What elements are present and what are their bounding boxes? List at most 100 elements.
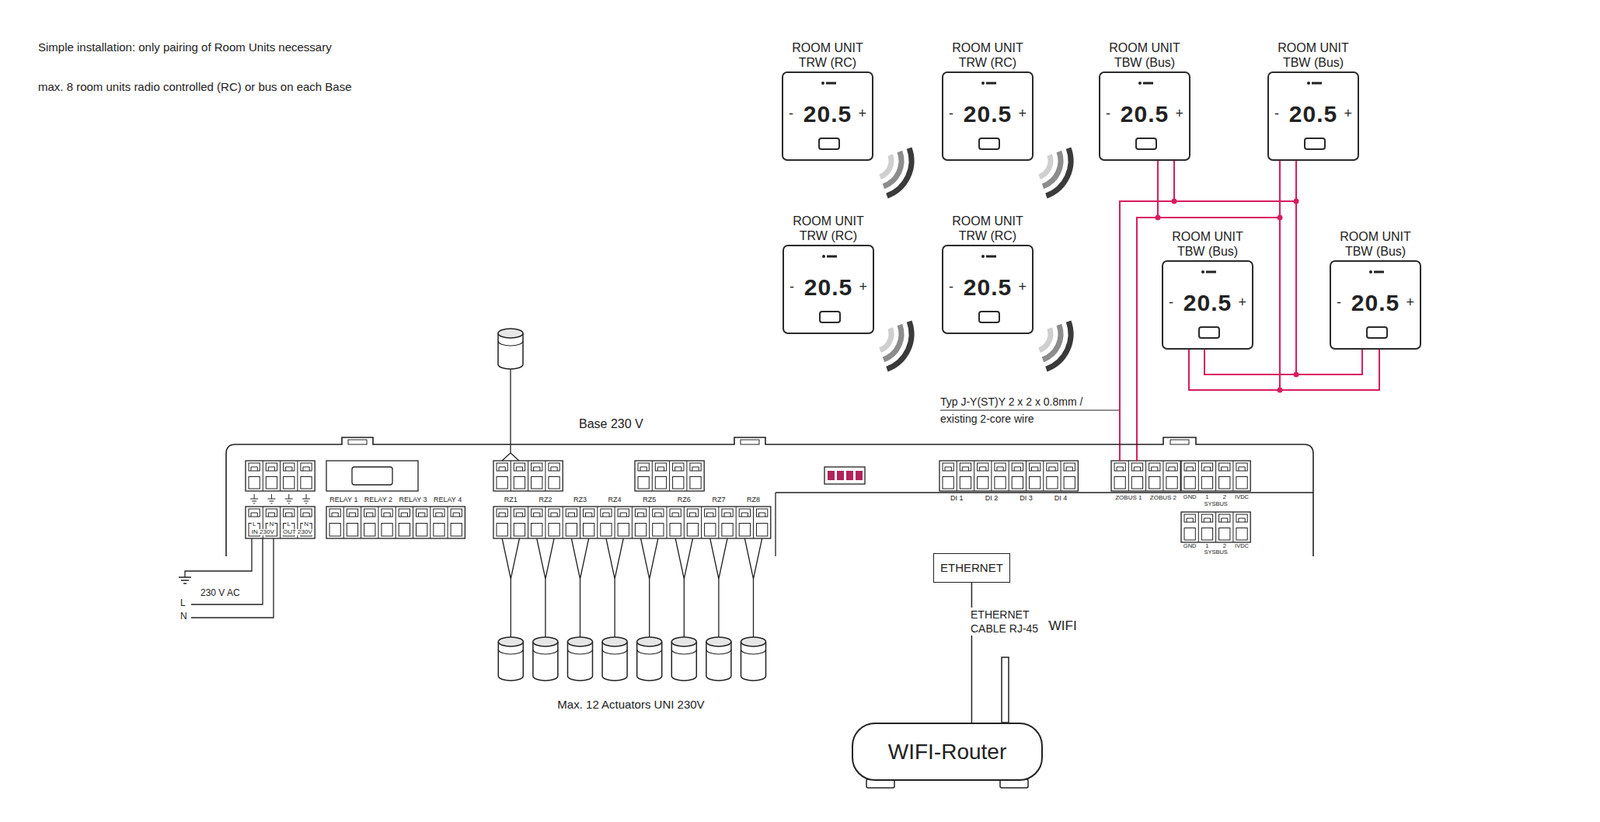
terminal-screw [707,512,714,517]
terminal-screw [1186,467,1193,471]
actuator-symbol [741,637,767,681]
terminal-screw [268,512,275,517]
pin-label: IN 230V [250,529,276,536]
unit-housing: -20.5+ [941,71,1034,161]
housing-clip [1170,439,1189,445]
terminal-screw [756,508,768,517]
terminal-screw [515,467,523,471]
brand-mark [1206,271,1217,274]
brand-mark [1368,268,1386,276]
radio-wave [1045,148,1071,197]
terminal-screw [942,463,954,471]
unit-housing: -20.5+ [1329,260,1422,350]
unit-heading: ROOM UNIT TBW (Bus) [1161,223,1254,259]
terminal-screw [1066,467,1073,471]
terminal-screw [383,512,391,517]
terminal-divider [1128,460,1130,492]
pin-label: L [251,521,257,528]
base-heading: Base 230 V [578,416,644,433]
terminal-screw [1219,514,1231,523]
note-text: Simple installation: only pairing of Roo… [38,40,332,54]
terminal-opening [1219,528,1231,541]
unit-heading: ROOM UNIT TRW (RC) [941,207,1034,244]
terminal-screw [634,508,646,517]
pin-label: OUT 230V [282,529,314,536]
terminal-screw [944,467,952,471]
pin-label: RZ3 [572,496,588,504]
actuator-cap [706,637,732,647]
terminal-opening [1046,477,1058,490]
terminal-screw [1151,467,1158,471]
terminal-opening [548,477,560,490]
terminal-frame [245,506,315,539]
terminal-block [1181,512,1251,543]
terminal-screw [1184,463,1196,471]
network-cable [971,582,973,723]
terminal-block [493,506,771,539]
pin-label: RELAY 3 [397,496,428,504]
pin-label: GND [1182,494,1198,501]
note-text: N [180,611,188,623]
terminal-screw [603,512,610,517]
brand-mark [1201,270,1205,274]
actuator-cap [637,637,663,647]
room-unit: ROOM UNIT TRW (RC)-20.5+ [941,34,1034,161]
terminal-divider [279,506,281,539]
earth-mark [267,498,276,500]
terminal-screw [637,512,644,517]
router-antenna [1001,657,1009,723]
terminal-screw [400,512,408,517]
terminal-opening [1063,477,1075,490]
unit-housing: -20.5+ [1161,260,1254,350]
radio-wave [883,151,902,187]
terminal-frame [493,460,563,492]
plus-key: + [857,104,867,123]
terminal-screw [1029,463,1041,471]
unit-button [1135,137,1158,150]
terminal-screw [692,467,699,471]
terminal-divider [669,460,670,492]
plus-key: + [1343,104,1353,123]
terminal-screw [329,508,341,517]
pin-label: ZOBUS 2 [1149,494,1178,502]
cable-label: ETHERNET CABLE RJ-45 [970,607,1049,636]
terminal-screw [548,463,560,471]
terminal-screw [583,508,595,517]
terminal-screw [531,508,543,517]
housing-divider [775,491,1314,493]
terminal-opening [398,523,410,537]
earth-mark [270,503,272,505]
pin-label: 1 [1204,494,1210,501]
terminal-opening [565,523,577,537]
terminal-opening [1131,477,1143,490]
dip-lever [827,470,835,481]
brand-mark [980,80,998,87]
earth-mark [288,503,290,505]
terminal-opening [1011,477,1023,490]
terminal-screw [498,467,506,471]
unit-heading: ROOM UNIT TRW (RC) [781,34,874,70]
terminal-frame [939,460,1078,492]
terminal-opening [346,523,358,537]
earth-symbol [178,576,192,579]
terminal-screw [640,467,647,471]
earth-mark [288,494,290,499]
unit-housing: -20.5+ [781,71,874,161]
router-box: WIFI-Router [851,722,1043,781]
terminal-divider [562,506,564,539]
minus-key: - [788,104,794,123]
dip-lever [855,470,863,481]
terminal-opening [704,523,716,537]
actuator-body [498,333,523,370]
terminal-screw [1011,463,1023,471]
housing-clip [740,439,760,445]
earth-mark [250,498,258,500]
radio-wave [1042,324,1061,360]
terminal-divider [447,506,449,539]
brand-mark [981,81,985,85]
housing-outline [226,437,1314,557]
terminal-opening [1149,477,1161,490]
terminal-opening [1114,477,1126,490]
terminal-opening [1219,477,1231,490]
terminal-divider [1060,460,1062,492]
